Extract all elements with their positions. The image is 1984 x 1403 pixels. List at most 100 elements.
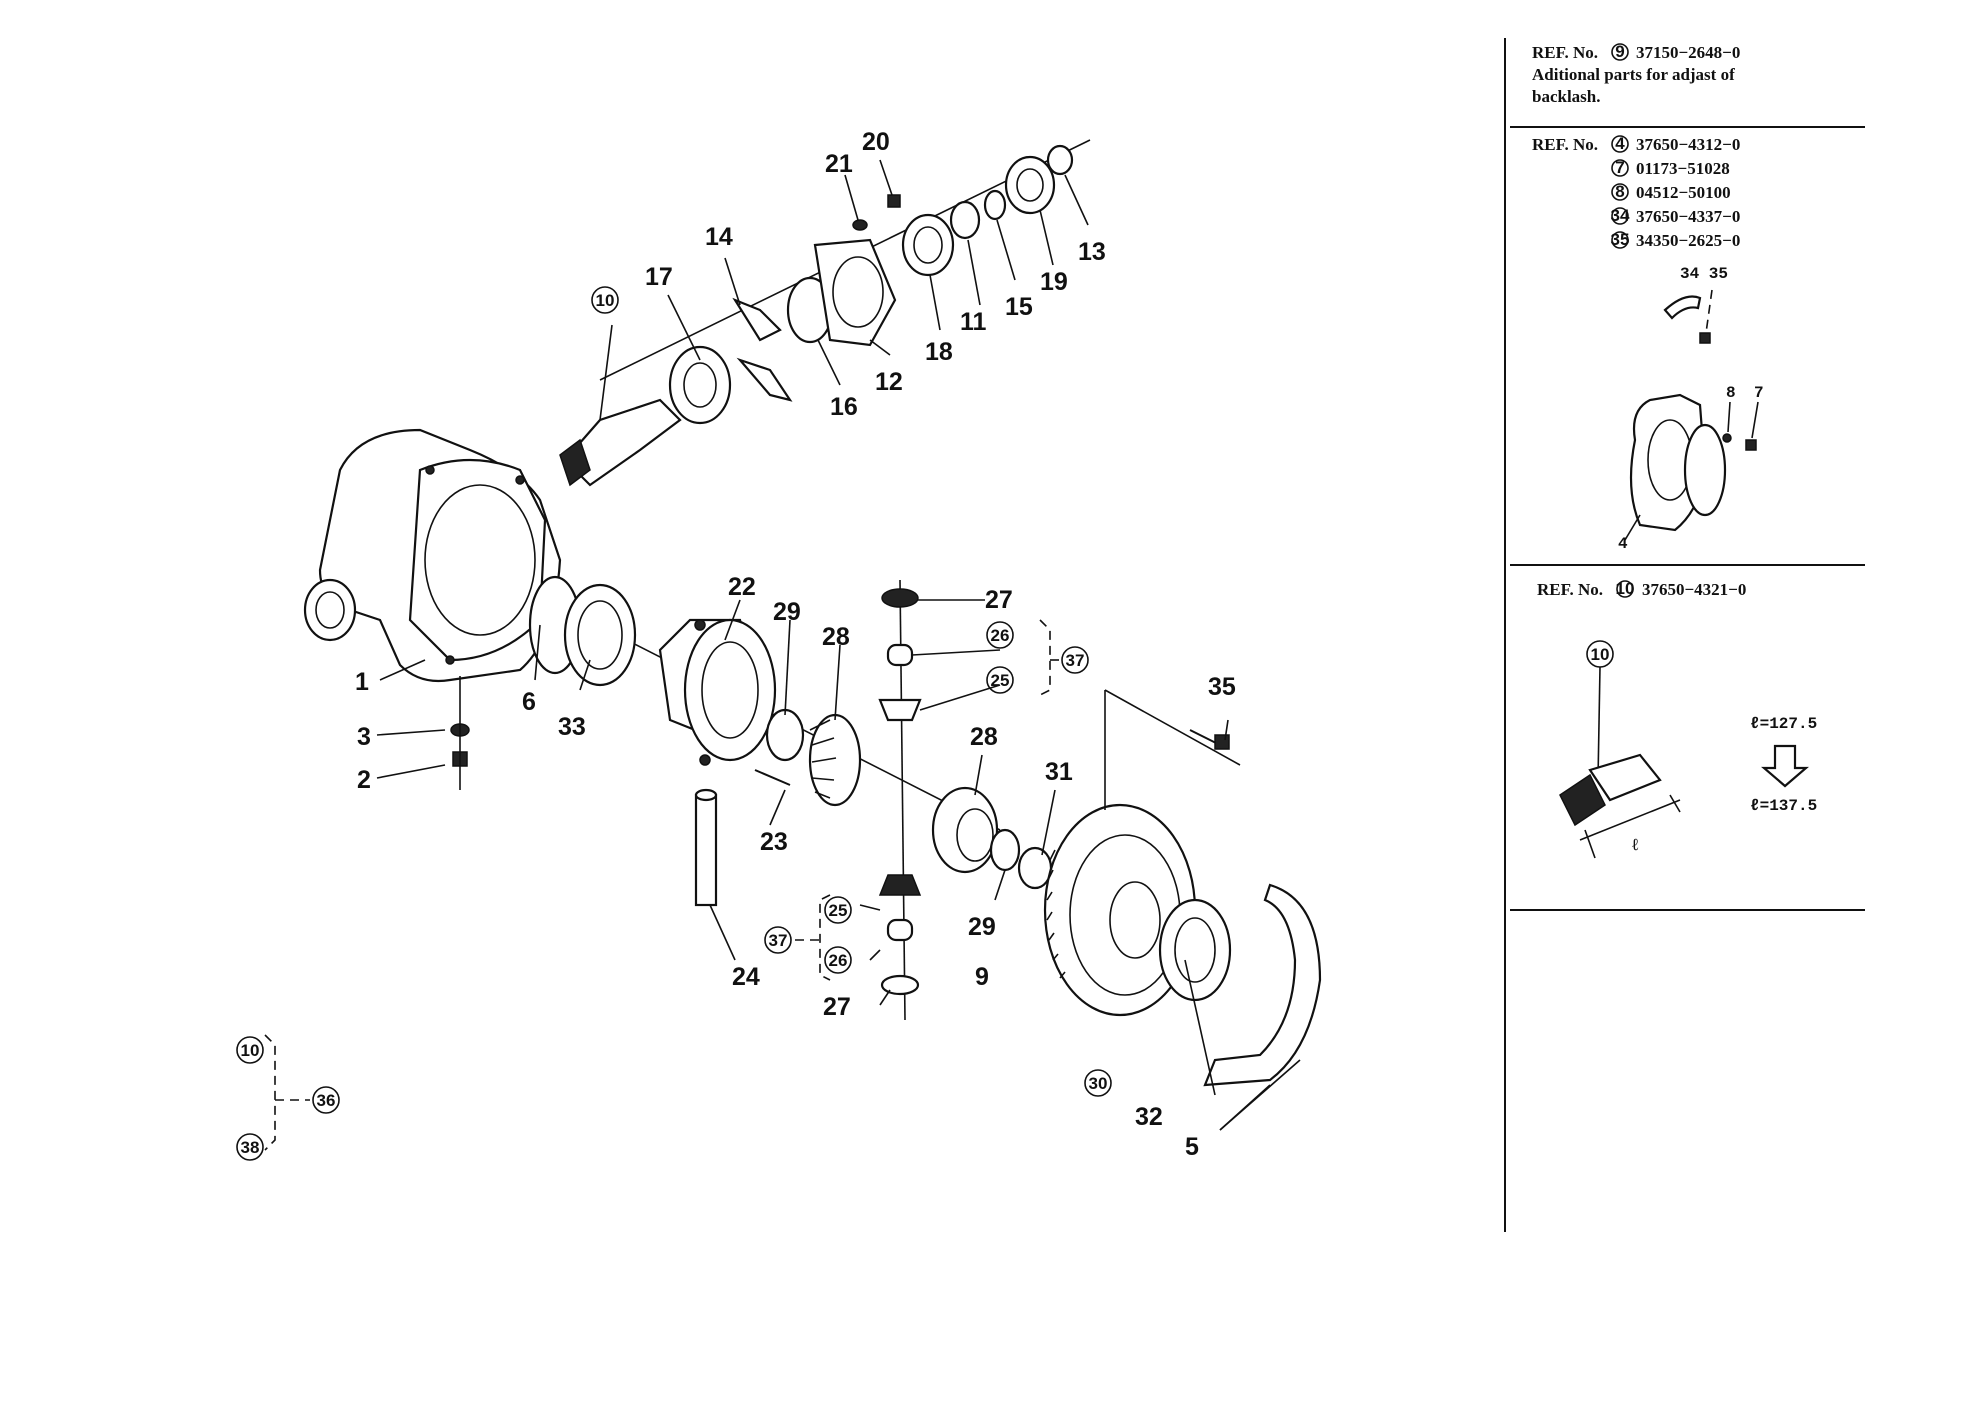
- bolt-20-part: [852, 194, 901, 231]
- label-21: 21: [825, 150, 853, 178]
- bearing-32-part: [1158, 898, 1232, 1002]
- svg-text:37650−4312−0: 37650−4312−0: [1636, 135, 1740, 154]
- ref3-circ: 10: [1616, 579, 1635, 598]
- label-28a: 28: [822, 623, 850, 651]
- label-23: 23: [760, 828, 788, 856]
- circle-label-38: 38: [241, 1138, 260, 1157]
- diff-case-part: [658, 618, 777, 766]
- svg-text:01173−51028: 01173−51028: [1636, 159, 1730, 178]
- svg-text:7: 7: [1615, 158, 1624, 177]
- retainer-plate-part: [1203, 883, 1322, 1087]
- svg-text:04512−50100: 04512−50100: [1636, 183, 1731, 202]
- label-31: 31: [1045, 758, 1073, 786]
- label-11: 11: [960, 308, 987, 336]
- bearing-19-part: [1004, 155, 1056, 215]
- circle-label-37a: 37: [1066, 651, 1085, 670]
- label-12: 12: [875, 368, 903, 396]
- washer-29-part: [765, 708, 805, 762]
- washer-15-part: [983, 189, 1007, 221]
- ref2-row-2: 7 01173−51028: [1611, 158, 1730, 178]
- ref2-prefix: REF. No.: [1532, 135, 1598, 154]
- label-20: 20: [862, 128, 890, 156]
- circled-labels: 10 26 25 37 25 26 37 30 10 36 38: [236, 286, 1112, 1161]
- label-13: 13: [1078, 238, 1106, 266]
- label-19: 19: [1040, 268, 1068, 296]
- bearing-17-part: [668, 345, 732, 425]
- circle-label-10b: 10: [241, 1041, 260, 1060]
- label-24: 24: [732, 963, 760, 991]
- label-5: 5: [1185, 1133, 1199, 1161]
- washer-29b-part: [989, 828, 1021, 872]
- label-27a: 27: [985, 586, 1013, 614]
- circle-label-26b: 26: [829, 951, 848, 970]
- label-14: 14: [705, 223, 733, 251]
- collar-11-part: [949, 200, 981, 240]
- label-28b: 28: [970, 723, 998, 751]
- label-33: 33: [558, 713, 586, 741]
- drain-plug-part: [450, 676, 470, 790]
- label-3: 3: [357, 723, 371, 751]
- svg-text:35: 35: [1611, 230, 1630, 249]
- label-2: 2: [357, 766, 371, 794]
- ref2-row-4: 34 37650−4337−0: [1611, 206, 1741, 226]
- ref3-length-after: ℓ=137.5: [1750, 797, 1817, 815]
- shim-31-part: [1017, 846, 1053, 890]
- pin-part: [754, 769, 791, 786]
- circle-label-36: 36: [317, 1091, 336, 1110]
- label-1: 1: [355, 668, 369, 696]
- label-29a: 29: [773, 598, 801, 626]
- circle-label-10: 10: [596, 291, 615, 310]
- side-gear-28b-part: [931, 786, 999, 874]
- side-gear-28-part: [808, 713, 862, 807]
- ref2-mini-label-3435: 34 35: [1680, 265, 1728, 283]
- circle-label-26a: 26: [991, 626, 1010, 645]
- label-32: 32: [1135, 1103, 1163, 1131]
- label-6: 6: [522, 688, 536, 716]
- reference-panel: REF. No. 9 37150−2648−0 Aditional parts …: [1504, 38, 1865, 1232]
- ref2-mini-clip: [1663, 295, 1702, 320]
- ref2-mini-label-8: 8: [1726, 384, 1736, 402]
- ref2-row-1: 4 37650−4312−0: [1611, 134, 1740, 154]
- label-15: 15: [1005, 293, 1033, 321]
- circle-label-25b: 25: [829, 901, 848, 920]
- ref3-pinion-drawing: [1559, 753, 1662, 827]
- label-16: 16: [830, 393, 858, 421]
- clip-14-part: [732, 297, 793, 402]
- circle-label-25a: 25: [991, 671, 1010, 690]
- ref3-part-number: 37650−4321−0: [1642, 580, 1746, 599]
- leader-lines: [264, 159, 1301, 1151]
- down-arrow-icon: [1761, 744, 1809, 788]
- svg-text:37650−4337−0: 37650−4337−0: [1636, 207, 1740, 226]
- ref3-prefix: REF. No.: [1537, 580, 1603, 599]
- retainer-12-part: [813, 238, 897, 347]
- svg-text:8: 8: [1615, 182, 1624, 201]
- ref1-circ: 9: [1615, 42, 1624, 61]
- spider-gear-upper-part: [878, 588, 922, 722]
- label-17: 17: [645, 263, 673, 291]
- ref2-mini-label-7: 7: [1754, 384, 1764, 402]
- cross-shaft-part: [694, 788, 718, 907]
- svg-text:34350−2625−0: 34350−2625−0: [1636, 231, 1740, 250]
- part-labels: 1 2 3 5 6 9 11 12 13 14 15 16 17 18 19 2…: [355, 128, 1236, 1161]
- spider-gear-lower-part: [878, 874, 922, 996]
- bearing-33-part: [563, 583, 637, 687]
- label-35: 35: [1208, 673, 1236, 701]
- ref1-prefix: REF. No.: [1532, 43, 1598, 62]
- label-18: 18: [925, 338, 953, 366]
- label-27b: 27: [823, 993, 851, 1021]
- ref2-mini-label-4: 4: [1618, 535, 1628, 553]
- svg-text:34: 34: [1611, 206, 1630, 225]
- label-22: 22: [728, 573, 756, 601]
- svg-text:4: 4: [1615, 134, 1625, 153]
- bearing-18-part: [901, 213, 955, 277]
- nut-13-part: [1046, 144, 1074, 176]
- ref3-length-symbol: ℓ: [1632, 835, 1639, 854]
- ref2-row-5: 35 34350−2625−0: [1611, 230, 1741, 250]
- housing-part: [303, 428, 562, 683]
- ref1-part-number: 37150−2648−0: [1636, 43, 1740, 62]
- label-9: 9: [975, 963, 989, 991]
- pinion-shaft-part: [559, 398, 682, 487]
- circle-label-30: 30: [1089, 1074, 1108, 1093]
- ref1-note-line1: Aditional parts for adjast of: [1532, 65, 1735, 84]
